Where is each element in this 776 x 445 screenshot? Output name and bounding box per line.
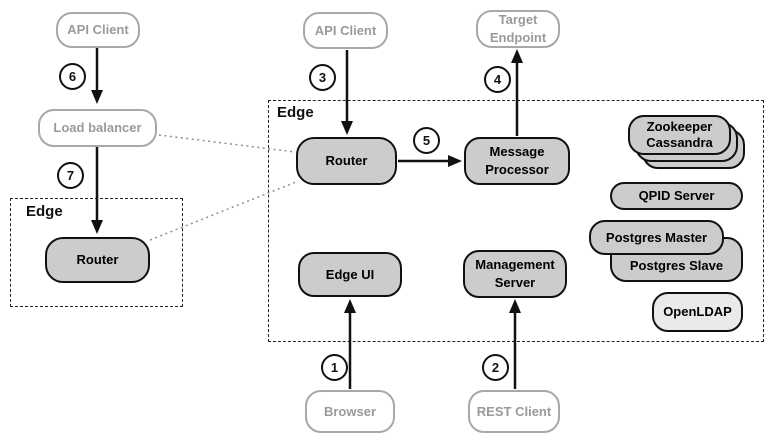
- step-badge-4: 4: [484, 66, 511, 93]
- cassandra-label: Cassandra: [646, 135, 713, 150]
- step-badge-2: 2: [482, 354, 509, 381]
- node-load-balancer: Load balancer: [38, 109, 157, 147]
- node-qpid-server: QPID Server: [610, 182, 743, 210]
- node-message-processor: Message Processor: [464, 137, 570, 185]
- node-router-main: Router: [296, 137, 397, 185]
- node-api-client-left: API Client: [56, 12, 140, 48]
- step-badge-7: 7: [57, 162, 84, 189]
- node-browser: Browser: [305, 390, 395, 433]
- node-postgres-master: Postgres Master: [589, 220, 724, 255]
- node-edge-ui: Edge UI: [298, 252, 402, 297]
- node-router-left: Router: [45, 237, 150, 283]
- step-badge-6: 6: [59, 63, 86, 90]
- node-rest-client: REST Client: [468, 390, 560, 433]
- step-badge-1: 1: [321, 354, 348, 381]
- node-management-server: Management Server: [463, 250, 567, 298]
- node-zookeeper-cassandra: Zookeeper Cassandra: [628, 115, 731, 155]
- node-api-client-middle: API Client: [303, 12, 388, 49]
- edge-region-main-label: Edge: [277, 104, 314, 121]
- step-badge-3: 3: [309, 64, 336, 91]
- step-badge-5: 5: [413, 127, 440, 154]
- node-openldap: OpenLDAP: [652, 292, 743, 332]
- edge-region-left-label: Edge: [26, 203, 63, 220]
- node-target-endpoint: Target Endpoint: [476, 10, 560, 48]
- zookeeper-label: Zookeeper: [646, 118, 713, 134]
